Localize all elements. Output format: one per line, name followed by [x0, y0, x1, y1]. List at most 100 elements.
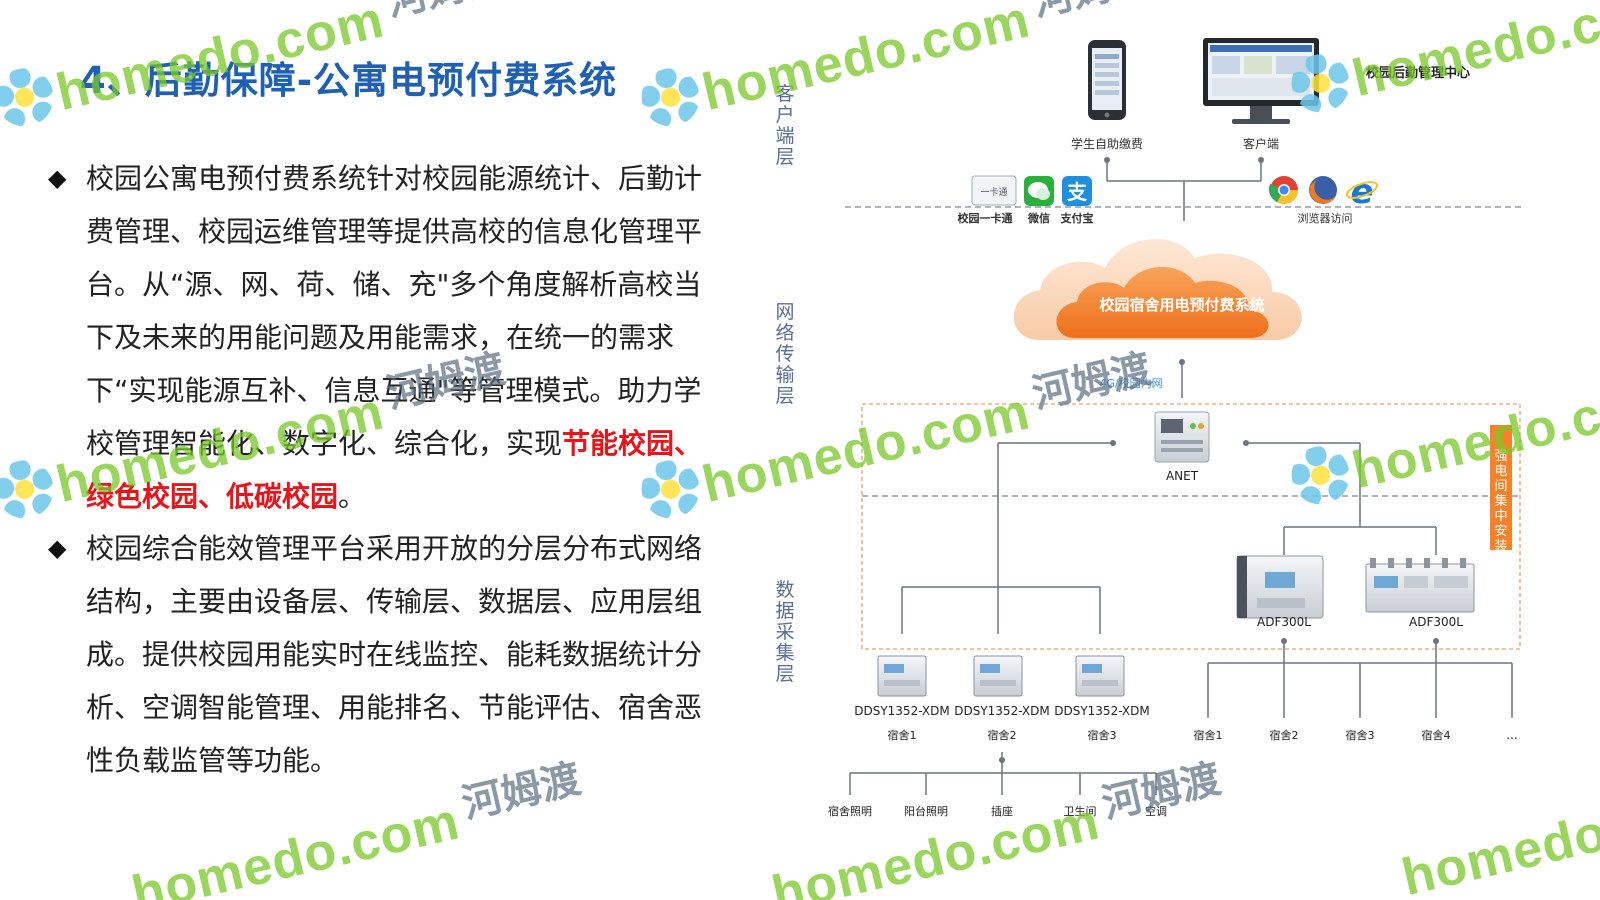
layer-label-data-char: 集	[775, 642, 794, 664]
watermark-flower-icon	[635, 62, 706, 133]
bullet-diamond-icon: ◆	[48, 164, 67, 192]
bullet-1-main: 校园公寓电预付费系统针对校园能源统计、后勤计费管理、校园运维管理等提供高校的信息…	[86, 162, 703, 460]
ddsy-model-label-1: DDSY1352-XDM	[854, 704, 950, 718]
layer-label-network-char: 输	[775, 364, 794, 386]
ddsy-model-label-2: DDSY1352-XDM	[954, 704, 1050, 718]
watermark: homedo.com	[1285, 0, 1600, 123]
bullet-2-text: 校园综合能效管理平台采用开放的分层分布式网络结构，主要由设备层、传输层、数据层、…	[86, 532, 703, 777]
left-dorm-1-label: 宿舍1	[888, 728, 917, 742]
watermark-cn: 河姆渡	[382, 0, 509, 25]
watermark-flower-icon	[0, 62, 60, 133]
load-light-label: 宿舍照明	[828, 804, 872, 818]
bullet-diamond-icon: ◆	[48, 534, 67, 562]
watermark-latin: homedo.com	[1347, 368, 1600, 501]
layer-label-data-char: 数	[775, 579, 794, 601]
ddsy-meter-icon-3	[1075, 655, 1125, 697]
load-balcony-label: 阳台照明	[904, 804, 948, 818]
adf300l-label-2: ADF300L	[1409, 615, 1463, 629]
layer-label-network-char: 层	[775, 385, 794, 407]
right-dorm-ellipsis: ...	[1506, 728, 1517, 742]
left-dorm-3-label: 宿舍3	[1088, 728, 1117, 742]
gateway-label: ANET	[1166, 469, 1199, 483]
watermark-cn: 河姆渡	[1028, 0, 1155, 25]
ie-icon: e	[1345, 172, 1379, 212]
adf300l-meter-icon-1	[1236, 555, 1324, 619]
watermark-latin: homedo.com	[1347, 0, 1600, 109]
side-label-box	[1490, 425, 1512, 550]
bullet-1-end: 。	[338, 480, 367, 513]
firefox-icon	[1309, 176, 1337, 204]
watermark-latin: homedo.com	[766, 792, 1105, 900]
bullet-1-text: 校园公寓电预付费系统针对校园能源统计、后勤计费管理、校园运维管理等提供高校的信息…	[48, 152, 708, 523]
layer-label-network-char: 络	[775, 322, 794, 344]
side-label-char: 安	[1494, 524, 1507, 539]
adf300l-label-1: ADF300L	[1257, 615, 1311, 629]
ddsy-meter-icon-2	[973, 655, 1023, 697]
bullet-1-highlight: 节能校园、绿色校园、低碳校园	[86, 427, 703, 513]
watermark: homedo.com	[1285, 365, 1600, 515]
browser-label: 浏览器访问	[1298, 211, 1353, 225]
watermark-latin: homedo.com	[126, 792, 465, 900]
side-label-char: 中	[1494, 509, 1507, 524]
layer-label-data-char: 采	[775, 621, 794, 643]
layer-label-client-char: 层	[775, 146, 794, 168]
adf300l-meter-icon-2	[1365, 558, 1475, 613]
chrome-icon	[1268, 176, 1298, 204]
layer-label-data-char: 据	[775, 600, 794, 622]
campus-card-label: 校园一卡通	[958, 211, 1013, 225]
side-label-char: 装	[1494, 539, 1507, 554]
network-label: 4G/校园内网	[1099, 376, 1162, 390]
wechat-icon	[1024, 176, 1054, 206]
watermark-cn: 河姆渡	[1028, 346, 1156, 417]
right-dorm-2-label: 宿舍2	[1270, 728, 1299, 742]
ddsy-model-label-3: DDSY1352-XDM	[1054, 704, 1150, 718]
load-connector-lines	[849, 752, 1157, 795]
cloud-system-label: 校园宿舍用电预付费系统	[1099, 296, 1264, 314]
student-pay-label: 学生自助缴费	[1071, 136, 1143, 151]
side-label-char: 电	[1494, 464, 1507, 479]
layer-label-client-char: 客	[775, 83, 794, 105]
load-ac-label: 空调	[1145, 804, 1167, 818]
alipay-label: 支付宝	[1060, 211, 1094, 225]
load-bath-label: 卫生间	[1064, 804, 1097, 818]
layer-label-client: 客 户 端 层	[775, 83, 794, 168]
layer-label-network-char: 网	[775, 301, 794, 323]
layer-label-data: 数 据 采 集 层	[775, 579, 794, 685]
watermark: homedo.com河姆渡	[763, 746, 1230, 900]
left-dorm-2-label: 宿舍2	[988, 728, 1017, 742]
client-connector-lines	[1106, 160, 1262, 221]
slide-title: 4、后勤保障-公寓电预付费系统	[80, 59, 618, 102]
side-label-char: 强	[1494, 449, 1507, 464]
connector-dot	[999, 757, 1005, 763]
wechat-label: 微信	[1027, 211, 1050, 225]
watermark-latin: homedo.com	[1396, 775, 1600, 900]
right-dorm-3-label: 宿舍3	[1346, 728, 1375, 742]
connector-dot	[1110, 440, 1116, 446]
side-label-char: 集	[1494, 493, 1507, 509]
gateway-connector-lines	[901, 442, 1437, 634]
phone-icon	[1088, 40, 1126, 120]
campus-card-icon: 一卡通	[971, 175, 1017, 206]
layer-label-client-char: 端	[775, 125, 794, 147]
ie-glyph: e	[1350, 172, 1373, 212]
connector-dot	[1179, 359, 1185, 365]
monitor-icon	[1203, 38, 1319, 124]
load-socket-label: 插座	[991, 804, 1013, 818]
side-label-char: 间	[1494, 479, 1507, 494]
connector-dot	[1281, 638, 1287, 644]
watermark-flower-icon	[1285, 440, 1356, 511]
watermark: homedo.com	[1397, 774, 1600, 900]
campus-card-icon-text: 一卡通	[980, 186, 1007, 198]
collection-zone-box	[861, 403, 1521, 650]
mgmt-center-label: 校园后勤管理中心	[1366, 65, 1470, 81]
side-label: 强 电 间 集 中 安 装	[1494, 449, 1507, 554]
watermark-latin: homedo.com	[697, 0, 1036, 123]
gateway-device-icon	[1154, 411, 1210, 463]
layer-label-client-char: 户	[775, 104, 794, 126]
connector-dot	[1104, 157, 1110, 163]
watermark-cn: 河姆渡	[1097, 756, 1225, 827]
adf-dorm-connector-lines	[1207, 641, 1513, 718]
ddsy-meter-icon-1	[877, 655, 927, 697]
layer-label-network-char: 传	[775, 343, 794, 365]
watermark: homedo.com河姆渡	[633, 0, 1160, 137]
